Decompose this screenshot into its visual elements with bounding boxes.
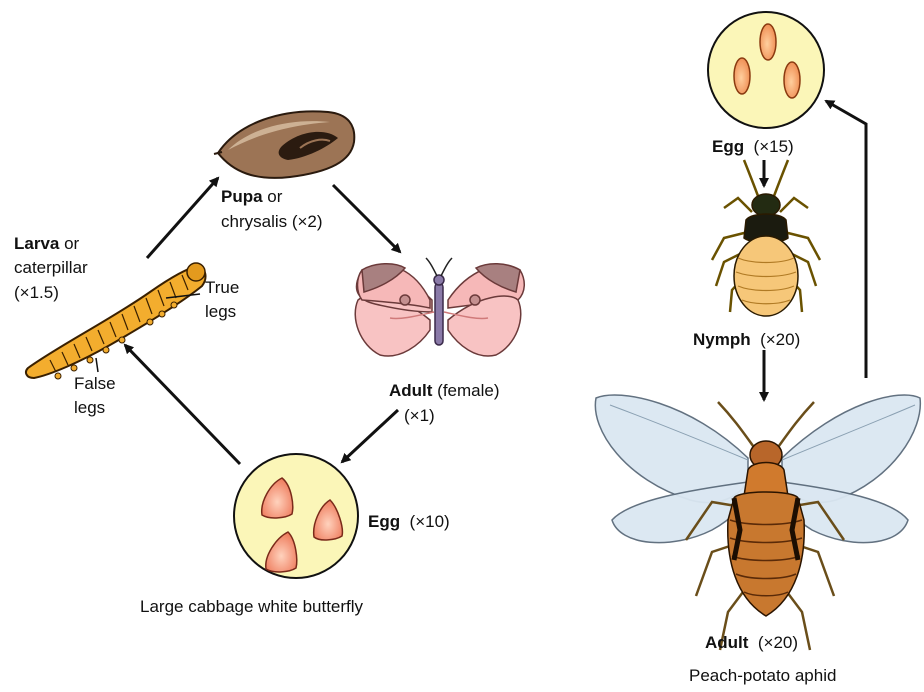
false-legs-label-1: False	[74, 373, 116, 394]
pupa-label-line2: chrysalis (×2)	[221, 211, 323, 232]
butterfly-egg-illustration	[234, 454, 358, 578]
adult-butterfly-desc-1: (female)	[432, 381, 499, 400]
true-legs-label-1: True	[205, 277, 239, 298]
larva-label: Larva or	[14, 233, 79, 254]
aphid-egg-scale: (×15)	[744, 137, 794, 156]
adult-butterfly-label-line2: (×1)	[404, 405, 435, 426]
aphid-adult-scale: (×20)	[748, 633, 798, 652]
false-legs-label-2: legs	[74, 397, 105, 418]
pupa-label: Pupa or	[221, 186, 282, 207]
aphid-nymph-label: Nymph (×20)	[693, 329, 800, 350]
aphid-adult-illustration	[595, 395, 920, 650]
larva-name: Larva	[14, 234, 59, 253]
adult-butterfly-label: Adult (female)	[389, 380, 500, 401]
larva-desc-1: or	[59, 234, 79, 253]
adult-butterfly-name: Adult	[389, 381, 432, 400]
butterfly-egg-scale: (×10)	[400, 512, 450, 531]
arrow-larva-to-pupa	[147, 178, 218, 258]
pupa-illustration	[214, 111, 354, 178]
larva-label-line2: caterpillar	[14, 257, 88, 278]
arrow-pupa-to-adult	[333, 185, 400, 252]
caterpillar-illustration	[26, 263, 205, 379]
pupa-name: Pupa	[221, 187, 263, 206]
larva-label-line3: (×1.5)	[14, 282, 59, 303]
adult-butterfly-illustration	[355, 258, 524, 356]
aphid-nymph-name: Nymph	[693, 330, 751, 349]
aphid-caption: Peach-potato aphid	[689, 665, 836, 686]
butterfly-egg-label: Egg (×10)	[368, 511, 450, 532]
arrow-egg-to-larva	[125, 345, 240, 464]
butterfly-caption: Large cabbage white butterfly	[140, 596, 363, 617]
aphid-adult-label: Adult (×20)	[705, 632, 798, 653]
butterfly-egg-name: Egg	[368, 512, 400, 531]
aphid-egg-name: Egg	[712, 137, 744, 156]
arrow-adult-to-egg	[342, 410, 398, 462]
aphid-nymph-illustration	[712, 160, 820, 316]
aphid-adult-name: Adult	[705, 633, 748, 652]
true-legs-label-2: legs	[205, 301, 236, 322]
aphid-nymph-scale: (×20)	[751, 330, 801, 349]
pupa-desc-1: or	[263, 187, 283, 206]
aphid-egg-illustration	[708, 12, 824, 128]
aphid-egg-label: Egg (×15)	[712, 136, 794, 157]
arrow-aphid-adult-to-egg	[826, 101, 866, 378]
